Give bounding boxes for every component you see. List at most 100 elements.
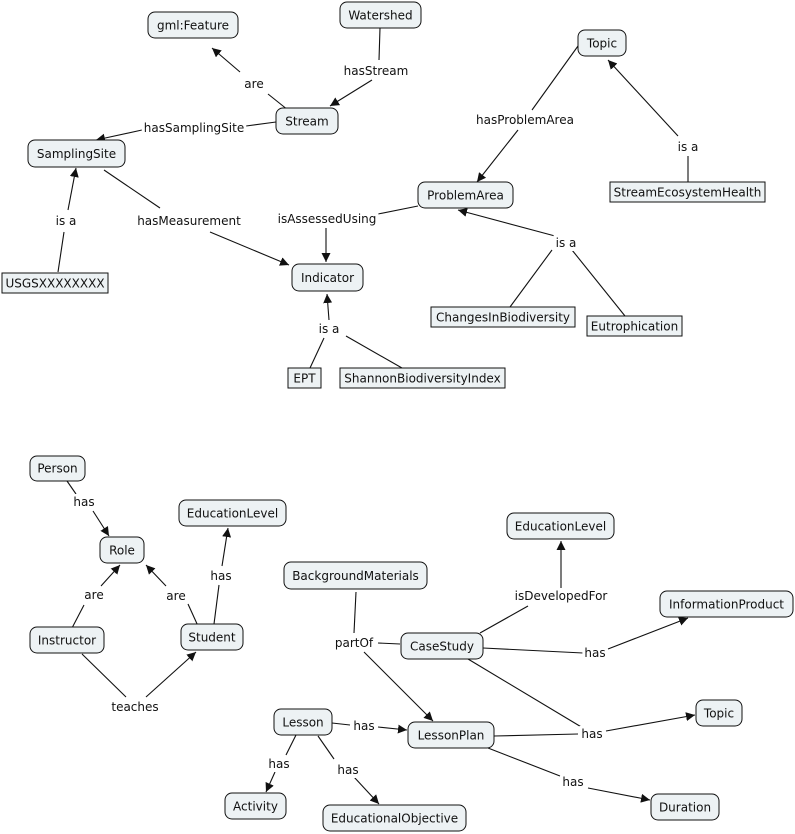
edge-stream-hassamplingsite — [245, 121, 277, 127]
node-stream[interactable]: Stream — [275, 107, 339, 135]
edge-teaches-student — [145, 651, 197, 698]
link-label-background — [582, 645, 608, 661]
node-background-materials[interactable]: BackgroundMaterials — [283, 561, 428, 590]
node-educational-objective-label: EducationalObjective — [331, 812, 458, 826]
node-eutrophication[interactable]: Eutrophication — [586, 315, 683, 337]
edges-top — [57, 27, 689, 369]
node-topic-top[interactable]: Topic — [577, 29, 627, 57]
link-label-hassamplingsite: hasSamplingSite — [144, 121, 244, 135]
link-label-background — [208, 568, 234, 584]
link-label-background — [266, 756, 292, 772]
edge-isa-samplingsite — [67, 167, 79, 211]
link-label-background — [71, 494, 97, 510]
node-duration-label: Duration — [659, 801, 711, 815]
node-duration[interactable]: Duration — [650, 793, 720, 821]
link-label-are-feature: are — [244, 77, 263, 91]
edge-isa-problemarea — [457, 207, 556, 237]
edge-stream-are — [267, 93, 289, 111]
link-label-background — [109, 699, 161, 715]
link-label-isa-indicator: is a — [319, 322, 340, 336]
edge-background-partof — [353, 591, 357, 634]
link-label-student-has: has — [210, 569, 231, 583]
node-sampling-site-label: SamplingSite — [37, 147, 116, 161]
node-lesson-label: Lesson — [282, 716, 323, 730]
link-label-has-topic: has — [581, 727, 602, 741]
node-lesson[interactable]: Lesson — [273, 708, 333, 736]
node-shannon-biodiversity-index[interactable]: ShannonBiodiversityIndex — [339, 367, 506, 389]
node-stream-ecosystem-health[interactable]: StreamEcosystemHealth — [609, 181, 766, 203]
link-label-teaches: teaches — [111, 700, 158, 714]
edge-lessonplan-has-topic — [493, 733, 579, 737]
link-label-are-instructor: are — [84, 588, 103, 602]
node-instructor[interactable]: Instructor — [29, 626, 105, 654]
node-person-label: Person — [37, 462, 77, 476]
link-label-lesson-has-lessonplan: has — [353, 719, 374, 733]
node-instructor-label: Instructor — [38, 634, 96, 648]
node-stream-label: Stream — [285, 115, 328, 129]
edge-lesson-has — [331, 722, 351, 726]
edge-student-has — [213, 584, 220, 625]
edge-hasproblemarea-problemarea — [476, 129, 519, 183]
node-gml-feature[interactable]: gml:Feature — [147, 11, 239, 39]
edge-changes-isa — [509, 249, 553, 308]
node-ept[interactable]: EPT — [287, 367, 322, 389]
edge-casestudy-isdeveloped — [479, 605, 529, 634]
edge-instructor-teaches — [81, 653, 127, 698]
edge-has-informationproduct — [607, 617, 689, 650]
node-usgs[interactable]: USGSXXXXXXXX — [1, 272, 109, 294]
node-ept-label: EPT — [293, 372, 316, 386]
link-label-partof: partOf — [335, 636, 374, 650]
node-student-label: Student — [188, 631, 236, 645]
edge-lessonplan-has-duration — [487, 747, 561, 777]
node-activity[interactable]: Activity — [224, 792, 287, 820]
node-role[interactable]: Role — [99, 536, 145, 564]
edge-samplingsite-hasmeasurement — [103, 169, 161, 209]
node-stream-ecosystem-health-label: StreamEcosystemHealth — [614, 186, 762, 200]
edge-casestudy-partof — [377, 642, 401, 645]
link-label-isa-samplingsite: is a — [56, 214, 77, 228]
edge-has-lessonplan — [377, 724, 408, 734]
link-label-background — [341, 63, 411, 79]
link-label-background — [82, 587, 106, 603]
node-education-level-left[interactable]: EducationLevel — [178, 499, 287, 527]
link-label-background — [141, 120, 247, 136]
node-topic-bottom[interactable]: Topic — [695, 699, 743, 727]
node-changes-in-biodiversity-label: ChangesInBiodiversity — [436, 311, 570, 325]
link-label-isdevelopedfor: isDevelopedFor — [515, 589, 608, 603]
link-label-background — [553, 235, 579, 251]
node-information-product-label: InformationProduct — [669, 598, 784, 612]
edge-usgs-isa — [57, 231, 65, 273]
link-label-background — [316, 321, 342, 337]
node-information-product[interactable]: InformationProduct — [659, 590, 794, 618]
node-case-study[interactable]: CaseStudy — [400, 632, 484, 660]
node-changes-in-biodiversity[interactable]: ChangesInBiodiversity — [430, 306, 576, 328]
node-person[interactable]: Person — [29, 455, 86, 482]
edge-problemarea-isassessed — [377, 205, 419, 215]
node-watershed[interactable]: Watershed — [339, 1, 422, 29]
edge-has-activity — [265, 771, 276, 793]
node-educational-objective[interactable]: EducationalObjective — [322, 804, 467, 832]
node-eutrophication-label: Eutrophication — [591, 320, 678, 334]
node-role-label: Role — [109, 544, 135, 558]
edge-lesson-has-activity — [285, 734, 297, 756]
node-problem-area[interactable]: ProblemArea — [417, 181, 514, 209]
link-label-lesson-has-objective: has — [337, 763, 358, 777]
nodes-top: gml:Feature Watershed Topic Stream Sampl… — [1, 1, 766, 389]
link-label-background — [135, 213, 244, 229]
link-label-background — [474, 112, 576, 128]
node-lesson-plan[interactable]: LessonPlan — [407, 721, 495, 749]
link-label-hasstream: hasStream — [344, 64, 409, 78]
node-student[interactable]: Student — [180, 623, 244, 651]
node-shannon-biodiversity-index-label: ShannonBiodiversityIndex — [344, 372, 500, 386]
node-topic-top-label: Topic — [586, 37, 617, 51]
node-watershed-label: Watershed — [348, 9, 412, 23]
node-case-study-label: CaseStudy — [410, 640, 474, 654]
edges-bottom — [66, 480, 696, 805]
link-label-has-informationproduct: has — [584, 646, 605, 660]
node-sampling-site[interactable]: SamplingSite — [27, 139, 126, 168]
node-indicator[interactable]: Indicator — [291, 263, 364, 292]
nodes-bottom: Person EducationLevel Role EducationLeve… — [29, 455, 794, 832]
node-problem-area-label: ProblemArea — [427, 189, 504, 203]
edge-hasmeasurement-indicator — [209, 231, 290, 266]
node-education-level-right[interactable]: EducationLevel — [506, 512, 615, 540]
